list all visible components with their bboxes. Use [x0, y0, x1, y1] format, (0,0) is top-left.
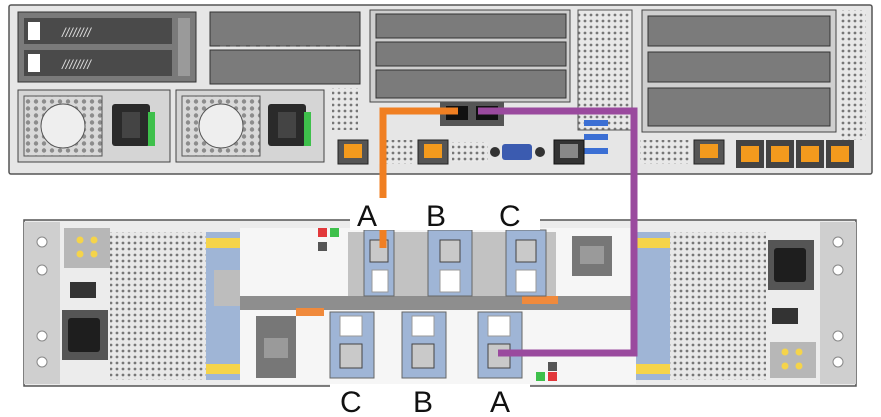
io-module-bottom-c [329, 311, 375, 379]
io-module-bottom-b [401, 311, 447, 379]
fan-grille-right [670, 232, 766, 380]
usb-ports [584, 120, 608, 154]
label-top-a: A [357, 200, 377, 233]
ok-led-icon [536, 372, 545, 381]
rear-io-row [337, 139, 854, 168]
pcie-slots-right [641, 9, 837, 133]
power-supply-2 [175, 89, 325, 163]
label-bottom-a: A [490, 386, 510, 417]
fault-led-icon [318, 228, 327, 237]
server-chassis: //////// //////// [8, 4, 873, 175]
fan-grille-left [110, 232, 210, 380]
service-led-icon [548, 362, 557, 371]
ok-led-icon [330, 228, 339, 237]
label-bottom-c: C [340, 386, 362, 417]
label-bottom-b: B [413, 386, 433, 417]
drive-bays: //////// //////// [17, 11, 197, 83]
io-module-top-a [363, 229, 395, 297]
vent-right [840, 10, 866, 140]
svg-text:////////: //////// [61, 57, 92, 72]
io-module-top-b [427, 229, 473, 297]
pcie-slots-left [209, 11, 361, 85]
fault-led-icon [548, 372, 557, 381]
service-led-icon [318, 242, 327, 251]
io-module-top-c [505, 229, 547, 297]
svg-text:////////: //////// [61, 25, 92, 40]
storage-chassis [23, 219, 857, 387]
label-top-c: C [499, 200, 521, 233]
io-module-bottom-a [477, 311, 523, 379]
purple-cable [478, 107, 638, 357]
label-top-b: B [426, 200, 446, 233]
power-supply-1 [17, 89, 171, 163]
vent-small [332, 88, 358, 130]
